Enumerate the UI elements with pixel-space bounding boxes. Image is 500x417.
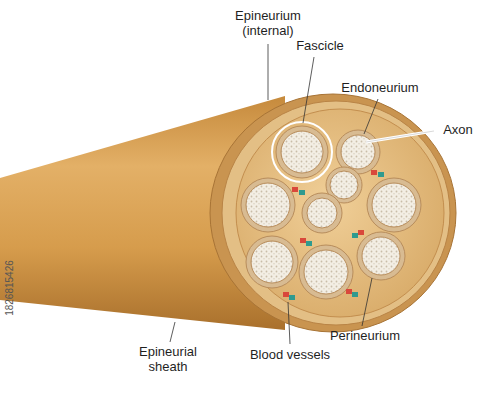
fascicle-core [307,198,337,228]
part-label: Fascicle [290,38,350,53]
fascicle-core [246,183,290,227]
part-label: Endoneurium [335,80,425,95]
vein [289,295,295,300]
leader-line [362,278,372,326]
leader-line [303,57,314,123]
vein [378,172,384,177]
fascicle-core [362,237,400,275]
fascicle-core [372,183,416,227]
leader-line [288,302,290,344]
fascicle [246,236,298,288]
blood-vessels [283,170,384,300]
perineurium-outline [272,122,332,182]
fascicle [357,232,405,280]
fascicle-core [304,250,348,294]
vein [352,233,358,238]
part-label: Axon [438,122,478,137]
part-label: Perineurium [320,328,410,343]
sheath-inner-edge [222,101,450,325]
axon-pointer [366,131,434,142]
leader-line [268,44,269,100]
leader-line [170,322,175,342]
fascicles [241,122,421,299]
fascicle-core [330,171,358,199]
leader-line [364,99,378,134]
fascicle [367,178,421,232]
artery [358,230,364,235]
part-label: Blood vessels [240,347,340,362]
epineurial-sheath [210,94,456,332]
part-label: Epineurium (internal) [223,8,313,38]
artery [283,292,289,297]
axon-pointer-edge [366,131,434,142]
artery [346,289,352,294]
epineurium-internal [236,109,444,317]
vein [352,292,358,297]
fascicle [302,193,342,233]
artery [371,170,377,175]
vein [306,241,312,246]
vein [299,190,305,195]
fascicle [299,245,353,299]
fascicle [241,178,295,232]
artery [292,187,298,192]
fascicle-core [251,241,293,283]
part-label: Epineurial sheath [130,344,206,374]
fascicle [276,126,328,178]
watermark: 1826815426 [4,246,16,330]
artery [300,238,306,243]
fascicle-core [281,131,323,173]
